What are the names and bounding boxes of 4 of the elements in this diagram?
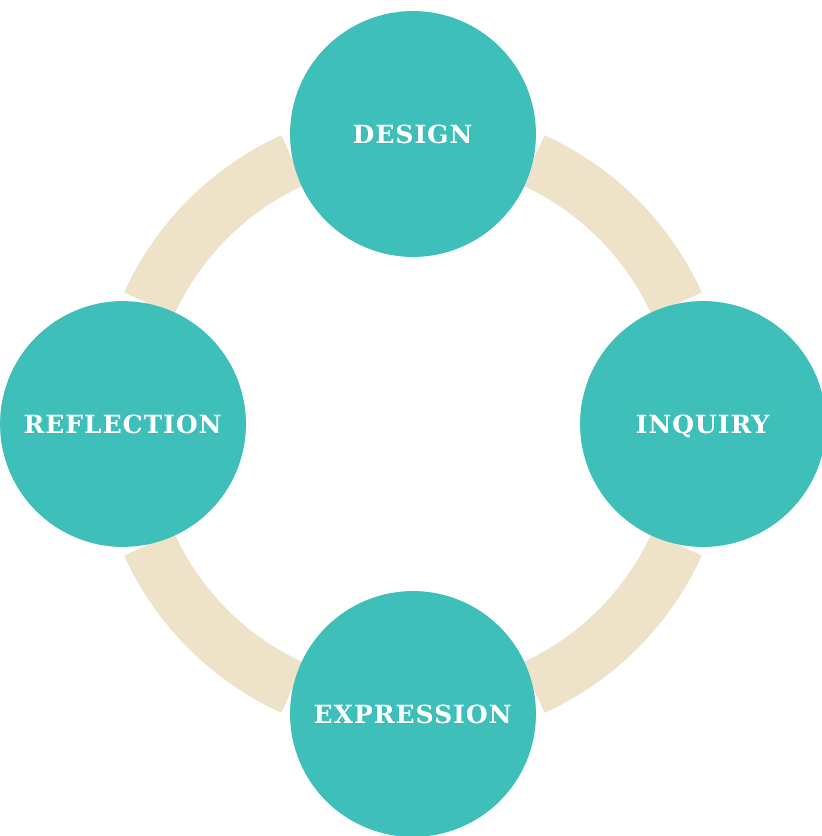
stage-label: REFLECTION — [23, 410, 223, 438]
stage-label: EXPRESSION — [314, 700, 512, 728]
stage-label: INQUIRY — [636, 410, 770, 438]
stage-label: DESIGN — [352, 120, 474, 148]
